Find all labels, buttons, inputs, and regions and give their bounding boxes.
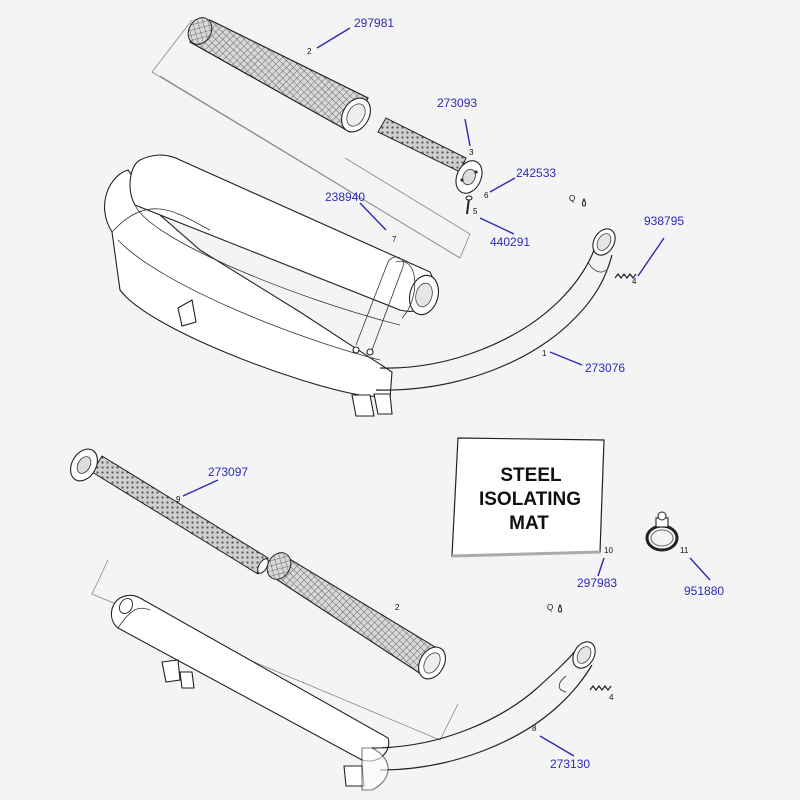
callout-1-upper: 1 bbox=[542, 349, 547, 358]
callout-q-lower: Q bbox=[547, 603, 553, 612]
part-link-238940[interactable]: 238940 bbox=[325, 190, 365, 204]
callout-11-lower: 11 bbox=[680, 546, 689, 555]
upper-assembly bbox=[104, 13, 637, 417]
part-link-273076[interactable]: 273076 bbox=[585, 361, 625, 375]
mat-label-line3: MAT bbox=[509, 513, 549, 534]
steel-isolating-mat[interactable]: STEEL ISOLATING MAT bbox=[451, 437, 605, 558]
hose-clamp[interactable] bbox=[645, 511, 679, 552]
callout-2-upper: 2 bbox=[307, 47, 312, 56]
part-link-273097[interactable]: 273097 bbox=[208, 465, 248, 479]
callout-4-upper: 4 bbox=[632, 277, 637, 286]
callout-3-upper: 3 bbox=[469, 148, 474, 157]
lower-assembly: STEEL ISOLATING MAT bbox=[65, 437, 679, 791]
exhaust-pipe-upper[interactable] bbox=[375, 225, 620, 391]
callout-6-upper: 6 bbox=[484, 191, 489, 200]
callout-8-lower: 8 bbox=[532, 724, 537, 733]
part-link-297983[interactable]: 297983 bbox=[577, 576, 617, 590]
insulation-sleeve-upper[interactable] bbox=[183, 13, 376, 137]
screw-upper[interactable] bbox=[465, 195, 473, 215]
part-link-951880[interactable]: 951880 bbox=[684, 584, 724, 598]
spring-lower[interactable] bbox=[589, 685, 612, 691]
mat-label-line2: ISOLATING bbox=[479, 489, 581, 510]
part-link-273093[interactable]: 273093 bbox=[437, 96, 477, 110]
callout-4-lower: 4 bbox=[609, 693, 614, 702]
part-link-938795[interactable]: 938795 bbox=[644, 214, 684, 228]
part-link-297981[interactable]: 297981 bbox=[354, 16, 394, 30]
part-link-273130[interactable]: 273130 bbox=[550, 757, 590, 771]
lower-guide-outline bbox=[91, 559, 459, 741]
silencer-body-lower[interactable] bbox=[110, 594, 390, 787]
insulation-sleeve-lower[interactable] bbox=[262, 548, 450, 683]
grease-drop-icon-upper bbox=[581, 197, 587, 207]
callout-q-upper: Q bbox=[569, 194, 575, 203]
part-number-links: 297981 273093 242533 238940 440291 93879… bbox=[182, 16, 724, 771]
callout-9-lower: 9 bbox=[176, 495, 181, 504]
callout-7-upper: 7 bbox=[392, 235, 397, 244]
mat-label-line1: STEEL bbox=[500, 465, 562, 486]
perforated-tube-upper[interactable] bbox=[377, 117, 487, 197]
perforated-tube-lower[interactable] bbox=[65, 444, 270, 575]
upper-guide-line bbox=[159, 75, 461, 259]
callout-10-lower: 10 bbox=[604, 546, 613, 555]
part-link-440291[interactable]: 440291 bbox=[490, 235, 530, 249]
grease-drop-icon-lower bbox=[557, 603, 563, 613]
callout-5-upper: 5 bbox=[473, 207, 478, 216]
callout-2-lower: 2 bbox=[395, 603, 400, 612]
part-link-242533[interactable]: 242533 bbox=[516, 166, 556, 180]
exhaust-pipe-lower[interactable] bbox=[361, 638, 600, 791]
spring-upper[interactable] bbox=[614, 273, 637, 279]
callout-numbers: 2 3 6 5 Q 7 4 1 9 2 10 11 Q 4 8 bbox=[176, 47, 689, 733]
silencer-body-upper[interactable] bbox=[104, 154, 443, 417]
